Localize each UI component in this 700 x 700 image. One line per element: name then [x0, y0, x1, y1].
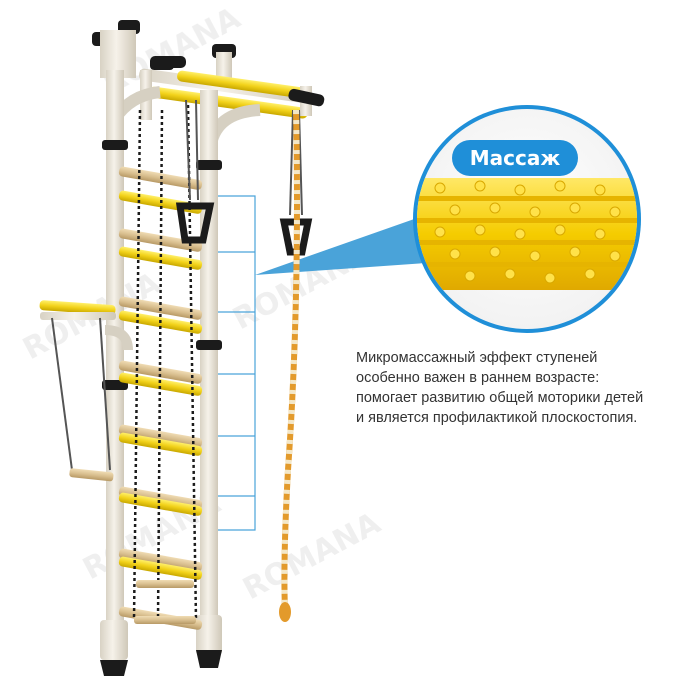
caption-line: особенно важен в раннем возрасте: — [356, 370, 600, 386]
gymnastic-rings — [175, 99, 313, 256]
watermark-text: ROMANA — [237, 505, 387, 607]
massage-rung-closeup — [417, 178, 637, 290]
caption-line: и является профилактикой плоскостопия. — [356, 410, 638, 426]
description-caption: Микромассажный эффект ступеней особенно … — [356, 348, 686, 428]
callout-title: Массаж — [470, 146, 561, 170]
trapeze — [39, 300, 133, 482]
massage-callout: Массаж — [413, 105, 641, 333]
climbing-rope — [279, 109, 300, 622]
caption-line: помогает развитию общей моторики детей — [356, 390, 644, 406]
top-frame — [108, 56, 325, 143]
rope-ladder-rungs — [134, 580, 196, 624]
caption-line: Микромассажный эффект ступеней — [356, 350, 598, 366]
